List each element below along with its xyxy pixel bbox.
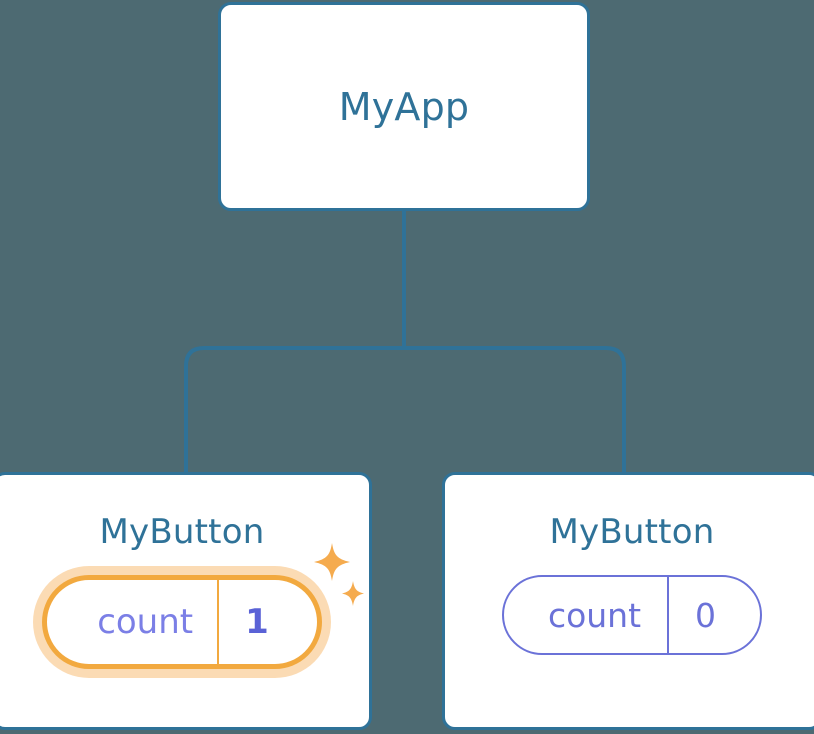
state-pill-left-key: count [97,602,194,642]
state-pill-right-value: 0 [667,577,760,653]
state-pill-right-key: count [547,595,642,635]
tree-node-child-right-title: MyButton [549,512,715,552]
tree-node-child-left[interactable]: MyButton count 1 [0,472,372,730]
state-pill-left-value: 1 [217,580,317,664]
state-pill-right[interactable]: count 0 [501,575,763,655]
tree-node-root-title: MyApp [338,84,470,129]
tree-node-root[interactable]: MyApp [218,2,590,211]
tree-node-child-right[interactable]: MyButton count 0 [442,472,814,730]
state-pill-wrap-left: count 1 [42,543,364,669]
edge-root-to-child-left [184,346,404,472]
state-pill-left[interactable]: count 1 [42,575,322,669]
tree-node-child-left-title: MyButton [99,512,265,552]
edge-root-to-child-right [404,346,626,472]
state-pill-wrap-right: count 0 [501,575,763,655]
